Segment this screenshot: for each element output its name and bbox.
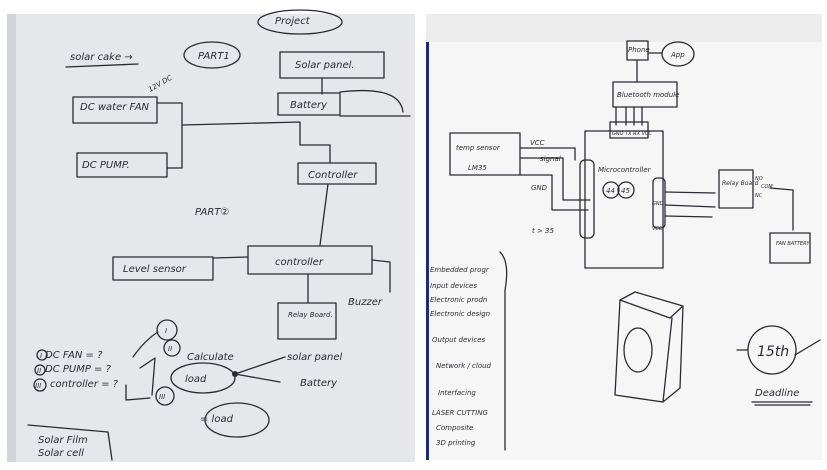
- relay-board-box: Relay Board.: [288, 311, 333, 319]
- list-item: Output devices: [432, 336, 486, 344]
- battery-box: Battery: [290, 100, 328, 111]
- list-item: Electronic prodn: [430, 296, 487, 304]
- date-label: 15th: [757, 344, 789, 360]
- deadline-label: Deadline: [755, 388, 799, 399]
- relay-board-box: Relay Board: [722, 180, 759, 187]
- bluetooth-box: Bluetooth module: [617, 91, 679, 99]
- list-item: LASER CUTTING: [432, 409, 489, 417]
- right-diagram: Phone App Bluetooth module GND TX RX VCC…: [430, 40, 821, 451]
- vcc-label: VCC: [530, 139, 545, 147]
- phone-box: Phone: [628, 46, 650, 54]
- step-marker: III: [159, 393, 165, 401]
- gnd2-label: GND: [652, 201, 664, 207]
- list-item: Network / cloud: [436, 362, 492, 370]
- right-paper: [426, 14, 822, 460]
- solar-cell-label: Solar cell: [38, 448, 84, 459]
- calculate-label: Calculate: [187, 352, 234, 363]
- bluetooth-pins: GND TX RX VCC: [612, 131, 653, 137]
- list-controller: controller = ?: [50, 379, 119, 390]
- list-dc-pump: DC PUMP = ?: [45, 364, 112, 375]
- step-marker: II: [168, 345, 172, 353]
- relay-no: NO: [755, 176, 763, 182]
- buzzer-label: Buzzer: [348, 297, 383, 308]
- list-marker: III: [35, 382, 41, 390]
- microcontroller-label: Microcontroller: [598, 166, 652, 174]
- load-label: load: [185, 374, 207, 385]
- gnd-label: GND: [531, 184, 548, 192]
- washing-machine-sketch: [614, 291, 684, 403]
- controller-box: controller: [275, 257, 324, 268]
- to-solar-panel: solar panel: [287, 352, 342, 363]
- app-label: App: [670, 51, 685, 59]
- solar-film-label: Solar Film: [38, 435, 88, 446]
- relay-nc: NC: [755, 193, 763, 199]
- left-paper: [7, 14, 415, 462]
- signal-label: signal: [540, 155, 561, 163]
- list-item: Electronic design: [430, 310, 490, 318]
- temp-sensor-box: temp sensor: [456, 144, 501, 152]
- part2-label: PART②: [195, 207, 229, 218]
- solar-panel-box: Solar panel.: [295, 60, 355, 71]
- threshold-label: t > 35: [532, 227, 555, 235]
- left-paper-edge: [7, 14, 16, 462]
- controller-top-box: Controller: [308, 170, 358, 181]
- list-dc-fan: DC FAN = ?: [45, 350, 103, 361]
- list-item: Interfacing: [438, 389, 476, 397]
- to-battery: Battery: [300, 378, 338, 389]
- list-marker: I: [40, 352, 42, 360]
- solar-cake-label: solar cake →: [70, 52, 133, 63]
- relay-com: COM: [761, 184, 773, 190]
- part1-label: PART1: [198, 51, 230, 62]
- dc-pump-box: DC PUMP.: [82, 160, 130, 171]
- load2-label: = load: [200, 414, 234, 425]
- project-label: Project: [275, 16, 311, 27]
- pin-45: 45: [621, 187, 630, 195]
- right-paper-edge: [426, 14, 429, 460]
- list-item: Composite: [436, 424, 473, 432]
- list-item: Input devices: [430, 282, 477, 290]
- left-diagram: Project solar cake → PART1 12V DC Solar …: [27, 9, 411, 461]
- list-item: 3D printing: [436, 439, 476, 447]
- fan-battery-box: FAN BATTERY: [776, 241, 811, 247]
- list-item: Embedded progr: [430, 266, 490, 274]
- pin-44: 44: [606, 187, 615, 195]
- dc-fan-box: DC water FAN: [80, 102, 150, 113]
- lm35-label: LM35: [468, 164, 487, 172]
- level-sensor-box: Level sensor: [123, 264, 187, 275]
- step-marker: I: [165, 327, 167, 335]
- vcc2-label: VCC: [652, 226, 663, 232]
- list-marker: II: [37, 367, 41, 375]
- right-paper-fold: [426, 14, 822, 42]
